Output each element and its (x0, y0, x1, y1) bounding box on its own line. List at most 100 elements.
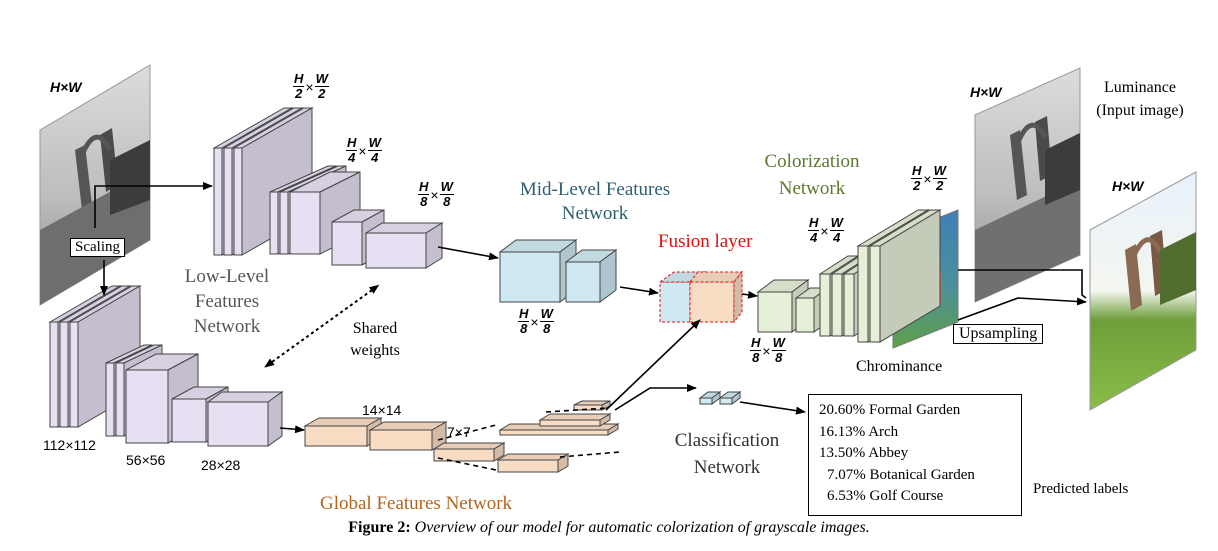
line-luminance-merge (958, 269, 1087, 299)
luminance-image (974, 67, 1081, 303)
luminance-label-line1: Luminance (1104, 79, 1176, 96)
fraction-num: W (439, 179, 454, 195)
times-sign: × (762, 342, 771, 359)
connections (94, 182, 1087, 471)
input-dims-label: H×W (50, 79, 82, 95)
fraction-den: 8 (420, 194, 428, 209)
prediction-percent: 13.50% (819, 445, 866, 461)
classification-title-line2: Network (693, 457, 761, 478)
luminance-dims-label: H×W (970, 84, 1002, 100)
fraction-num: H (750, 335, 762, 351)
fraction-den: 4 (833, 230, 841, 245)
fraction-num: H (518, 306, 530, 322)
global-fc-layer (538, 413, 612, 427)
fraction-num: H (808, 215, 820, 231)
dims-28: 28×28 (201, 457, 241, 473)
prediction-percent: 16.13% (819, 423, 866, 440)
prediction-row: 16.13% Arch (809, 422, 1021, 444)
shared-weights-label: Shared weights (335, 318, 415, 362)
fraction-num: W (314, 71, 329, 87)
classification-title: Classification Network (656, 427, 798, 481)
prediction-percent: 6.53% (827, 488, 866, 504)
prediction-label: Golf Course (869, 488, 944, 504)
global-layer (368, 421, 448, 451)
colorization-layer (868, 209, 942, 343)
dims-112: 112×112 (43, 437, 96, 453)
arrow-to-classification (614, 384, 697, 411)
fraction-den: 2 (318, 86, 326, 101)
classification-layer (718, 391, 742, 405)
fraction-num: H (911, 163, 923, 179)
input-image (39, 64, 151, 306)
arrow-to-low-level (94, 182, 213, 228)
mid-level-layer (498, 239, 578, 303)
prediction-label: Formal Garden (869, 402, 961, 418)
fraction-num: W (367, 135, 382, 151)
global-layer (496, 453, 570, 473)
prediction-row: 20.60% Formal Garden (809, 400, 1021, 422)
dims-7: 7×7 (447, 424, 471, 440)
colorization-title: Colorization Network (757, 148, 867, 202)
mid-level-title-line2: Network (561, 203, 629, 224)
fraction-num: W (829, 215, 844, 231)
fraction-den: 8 (520, 321, 528, 336)
mid-level-layer (564, 249, 618, 303)
low-level-title-line1: Low-Level (184, 266, 270, 287)
low-level-title: Low-Level Features Network (172, 264, 282, 339)
caption-text: Overview of our model for automatic colo… (414, 519, 870, 536)
fraction-den: 4 (810, 230, 818, 245)
luminance-label-line2: (Input image) (1096, 102, 1184, 119)
arrow-to-colorization (741, 290, 758, 299)
times-sign: × (820, 222, 829, 239)
fraction-num: H (293, 71, 305, 87)
colorization-title-line1: Colorization (764, 151, 860, 172)
prediction-label: Abbey (868, 445, 909, 461)
prediction-row: 7.07% Botanical Garden (809, 465, 1021, 487)
times-sign: × (923, 170, 932, 187)
arrow-global-to-fusion (605, 319, 701, 411)
fusion-block (688, 270, 744, 324)
predicted-labels-title: Predicted labels (1033, 481, 1129, 497)
fraction-den: 2 (913, 178, 921, 193)
figure-caption: Figure 2: Overview of our model for auto… (0, 519, 1218, 537)
fraction-num: W (771, 335, 786, 351)
fraction-num: H (418, 179, 430, 195)
classification-title-line1: Classification (674, 430, 780, 451)
fc-expand-top (437, 424, 497, 441)
arrow-to-global (279, 425, 305, 434)
times-sign: × (430, 186, 439, 203)
mid-level-title: Mid-Level Features Network (490, 178, 700, 226)
colorization-title-line2: Network (778, 178, 846, 199)
scaling-label: Scaling (70, 238, 125, 257)
upsampling-label: Upsampling (953, 324, 1044, 344)
shared-weights-arrow (264, 284, 380, 368)
dims-56: 56×56 (126, 452, 166, 468)
fraction-den: 8 (443, 194, 451, 209)
colorized-output-image (1089, 171, 1197, 411)
chrominance-label: Chrominance (856, 358, 943, 375)
fraction-num: W (932, 163, 947, 179)
fraction-den: 4 (348, 150, 356, 165)
classification-layer (698, 391, 722, 405)
caption-prefix: Figure 2: (348, 519, 411, 536)
fc-expand-bottom (437, 457, 497, 471)
fc-link-2 (559, 451, 621, 458)
fraction-num: H (346, 135, 358, 151)
arrow-to-fusion (619, 286, 659, 296)
